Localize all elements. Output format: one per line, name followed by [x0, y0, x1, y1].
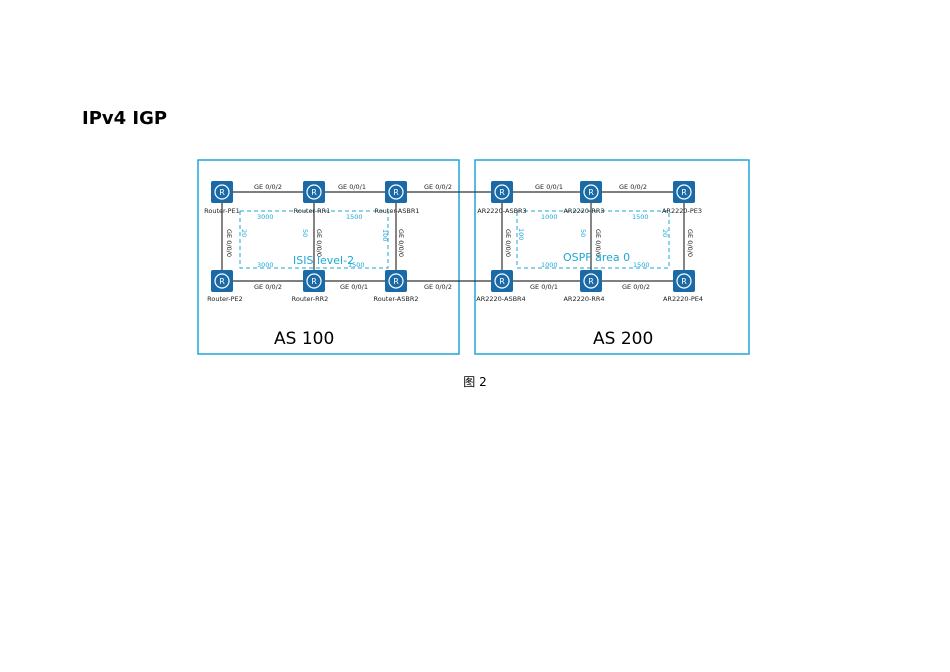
- router-rr1: [302, 180, 326, 204]
- if-pe2-rr2: GE 0/0/2: [254, 283, 282, 291]
- router-icon: [490, 180, 514, 204]
- router-icon: [384, 269, 408, 293]
- router-rr2: [302, 269, 326, 293]
- router-name-ar-asbr4: AR2220-ASBR4: [476, 295, 525, 303]
- if-rr1-asbr1: GE 0/0/1: [338, 183, 366, 191]
- cost-rr3-rr4: 50: [579, 229, 587, 237]
- router-pe2: [210, 269, 234, 293]
- if-rr4-pe4: GE 0/0/2: [622, 283, 650, 291]
- router-name-rr1: Router-RR1: [294, 207, 331, 215]
- router-name-pe2: Router-PE2: [207, 295, 243, 303]
- router-icon: [672, 180, 696, 204]
- router-name-ar-rr3: AR2220-RR3: [563, 207, 604, 215]
- if-asbr1-asbr2: GE 0/0/0: [397, 229, 405, 257]
- if-rr3-rr4: GE 0/0/0: [594, 229, 602, 257]
- cost-pe2-rr2: 3000: [257, 261, 274, 269]
- page-heading: IPv4 IGP: [82, 108, 168, 129]
- router-asbr1: [384, 180, 408, 204]
- figure-caption: 图 2: [463, 375, 487, 389]
- router-icon: [302, 269, 326, 293]
- cost-asbr4-rr4: 1000: [541, 261, 558, 269]
- as200-label: AS 200: [593, 329, 653, 349]
- cost-asbr1-asbr2: 100: [381, 229, 389, 241]
- router-name-ar-rr4: AR2220-RR4: [563, 295, 604, 303]
- router-ar-pe3: [672, 180, 696, 204]
- ospf-area-label: OSPF area 0: [563, 251, 630, 264]
- if-pe3-pe4: GE 0/0/0: [686, 229, 694, 257]
- router-icon: [210, 269, 234, 293]
- router-name-ar-pe3: AR2220-PE3: [662, 207, 702, 215]
- cost-rr4-pe4: 1500: [633, 261, 650, 269]
- if-rr2-asbr2: GE 0/0/1: [340, 283, 368, 291]
- router-name-ar-asbr3: AR2220-ASBR3: [477, 207, 526, 215]
- if-rr3-pe3: GE 0/0/2: [619, 183, 647, 191]
- cost-pe1-rr1: 3000: [257, 213, 274, 221]
- router-ar-asbr4: [490, 269, 514, 293]
- as100-frame: [197, 159, 460, 355]
- router-icon: [672, 269, 696, 293]
- router-icon: [490, 269, 514, 293]
- router-icon: [210, 180, 234, 204]
- router-ar-rr4: [579, 269, 603, 293]
- if-rr1-rr2: GE 0/0/0: [315, 229, 323, 257]
- links: [221, 191, 685, 282]
- cost-rr1-rr2: 50: [301, 229, 309, 237]
- router-ar-asbr3: [490, 180, 514, 204]
- cost-rr2-asbr2: 1500: [348, 261, 365, 269]
- router-pe1: [210, 180, 234, 204]
- if-asbr4-rr4: GE 0/0/1: [530, 283, 558, 291]
- router-name-ar-pe4: AR2220-PE4: [663, 295, 703, 303]
- if-asbr3-asbr4: GE 0/0/0: [504, 229, 512, 257]
- router-name-rr2: Router-RR2: [292, 295, 329, 303]
- as100-label: AS 100: [274, 329, 334, 349]
- cost-pe3-pe4: 20: [661, 229, 669, 237]
- isis-area-label: ISIS level-2: [293, 254, 354, 267]
- cost-rr1-asbr1: 1500: [346, 213, 363, 221]
- router-name-pe1: Router-PE1: [204, 207, 240, 215]
- router-icon: [579, 180, 603, 204]
- cost-asbr3-asbr4: 100: [517, 228, 525, 240]
- if-asbr3-rr3: GE 0/0/1: [535, 183, 563, 191]
- cost-rr3-pe3: 1500: [632, 213, 649, 221]
- router-ar-pe4: [672, 269, 696, 293]
- router-ar-rr3: [579, 180, 603, 204]
- router-icon: [579, 269, 603, 293]
- cost-pe1-pe2: 20: [240, 229, 248, 237]
- as200-frame: [474, 159, 750, 355]
- router-name-asbr1: Router-ASBR1: [374, 207, 419, 215]
- router-icon: [384, 180, 408, 204]
- if-asbr2-asbr4: GE 0/0/2: [424, 283, 452, 291]
- router-icon: [302, 180, 326, 204]
- router-asbr2: [384, 269, 408, 293]
- if-pe1-rr1: GE 0/0/2: [254, 183, 282, 191]
- router-name-asbr2: Router-ASBR2: [373, 295, 418, 303]
- if-asbr1-asbr3: GE 0/0/2: [424, 183, 452, 191]
- if-pe1-pe2: GE 0/0/0: [225, 229, 233, 257]
- cost-asbr3-rr3: 1000: [541, 213, 558, 221]
